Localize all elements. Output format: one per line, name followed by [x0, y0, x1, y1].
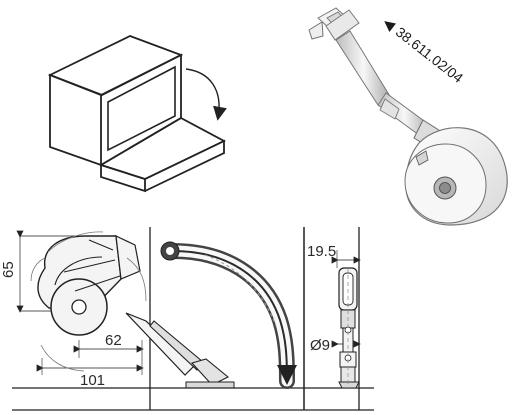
dimension-outer-offset-label: 101 — [80, 372, 105, 389]
dimension-top-width-label: 19.5 — [307, 243, 336, 260]
front-view-drawing — [303, 227, 374, 411]
lift-mechanism-product — [308, 7, 508, 226]
dimension-diameter-label: Ø9 — [310, 337, 330, 354]
dimension-inner-offset-label: 62 — [105, 332, 122, 349]
side-view-drawing — [12, 227, 235, 411]
part-number-arrow: ◀ — [380, 14, 399, 33]
cabinet-illustration — [47, 35, 227, 193]
dimension-height-label: 65 — [0, 261, 17, 278]
opening-arc-drawing — [150, 227, 305, 411]
part-number-label: ◀ 38.611.02/04 — [380, 14, 466, 86]
part-number-text: 38.611.02/04 — [393, 24, 467, 86]
